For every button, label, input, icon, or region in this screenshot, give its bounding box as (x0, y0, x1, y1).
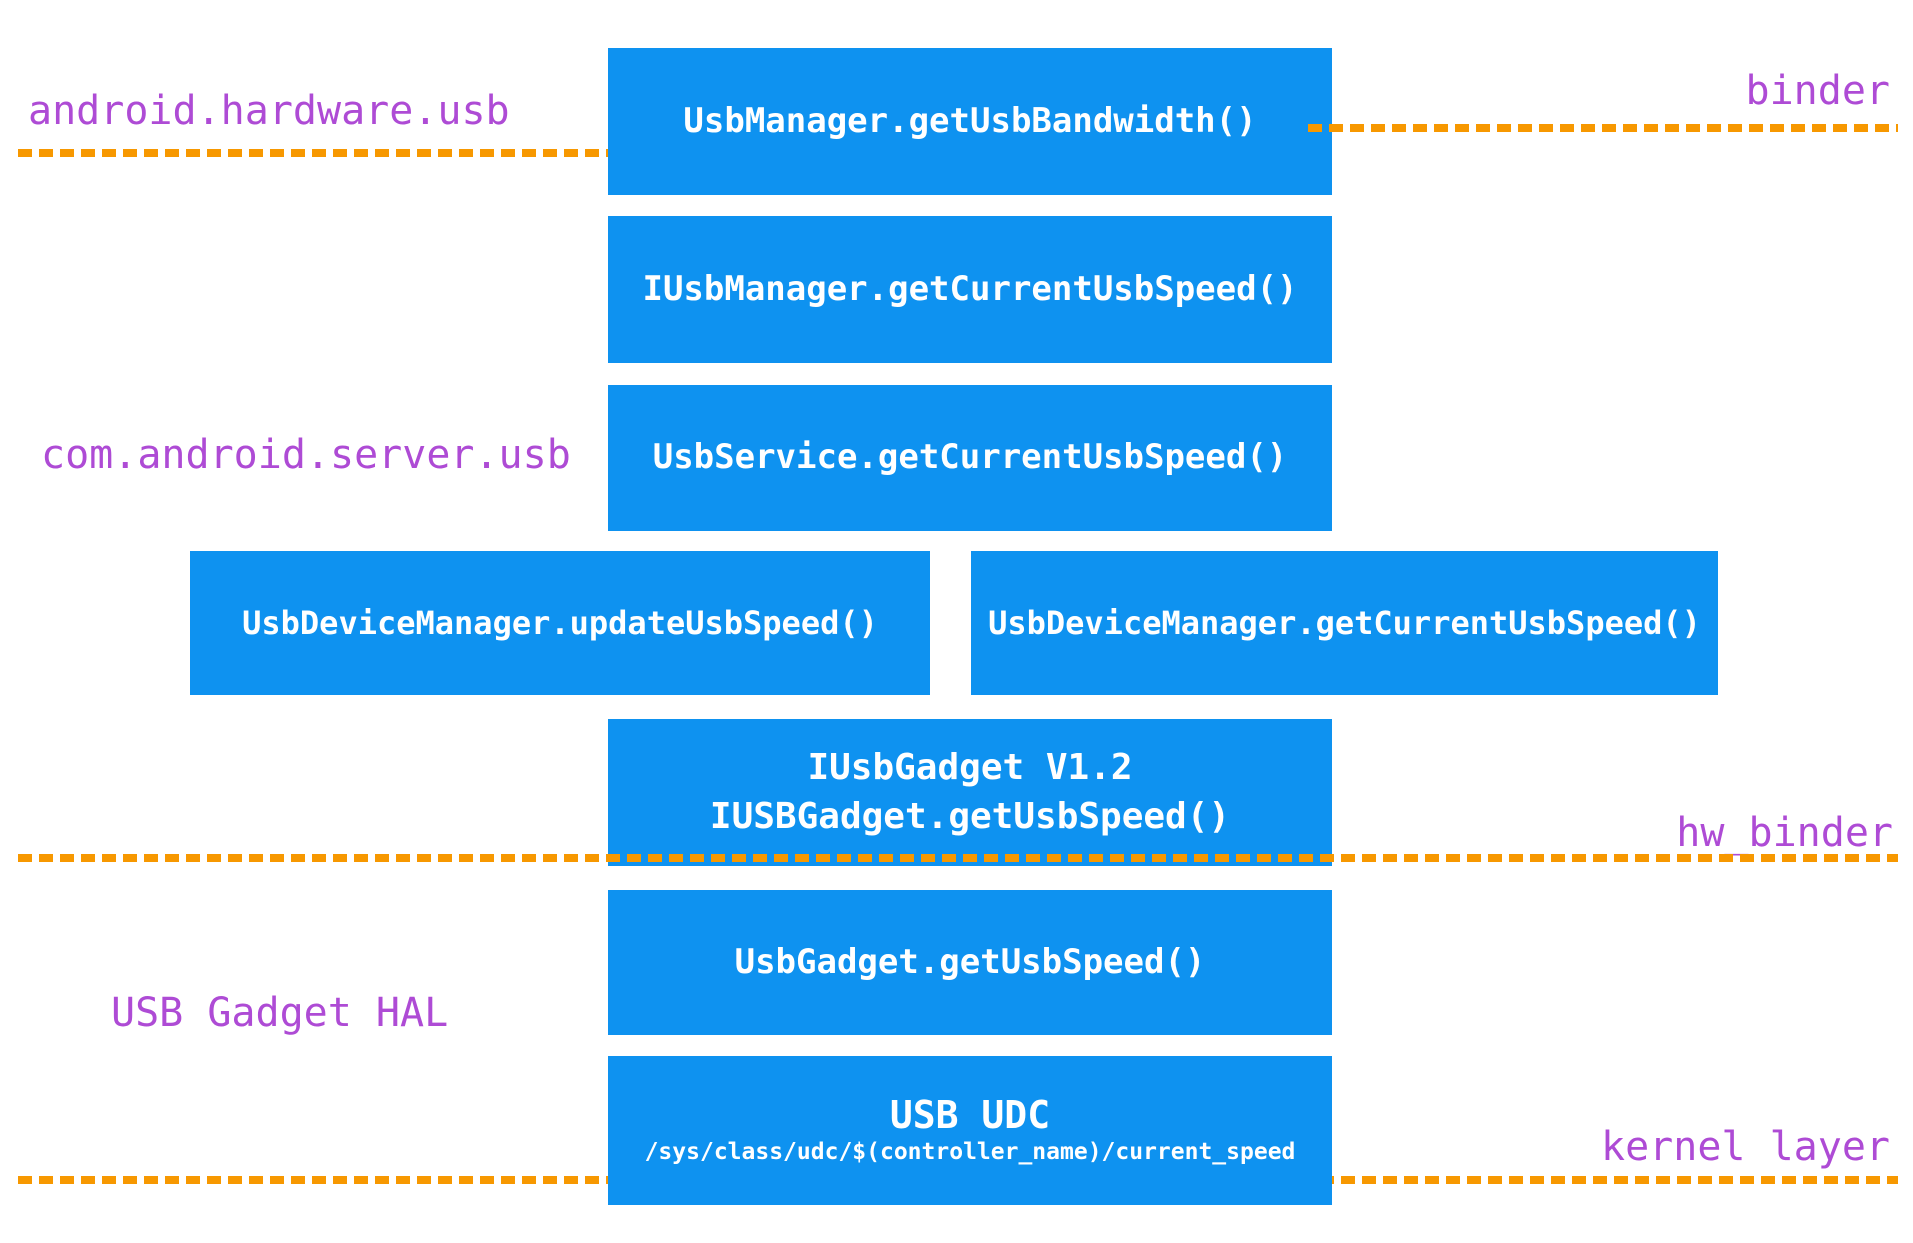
box-iusbgadget-method-label: IUSBGadget.getUsbSpeed() (709, 795, 1231, 837)
box-usbgadget-getusbspeed: UsbGadget.getUsbSpeed() (608, 890, 1332, 1035)
box-usbdevicemanager-getcurrentusbspeed: UsbDeviceManager.getCurrentUsbSpeed() (971, 551, 1718, 695)
box-usbmanager-getusbbandwidth: UsbManager.getUsbBandwidth() (608, 48, 1332, 195)
box-iusbgadget-getusbspeed: IUsbGadget V1.2 IUSBGadget.getUsbSpeed() (608, 719, 1332, 866)
binder-boundary-line-left (18, 149, 608, 157)
hw-binder-boundary-line (18, 854, 1898, 862)
box-iusbmanager-label: IUsbManager.getCurrentUsbSpeed() (642, 268, 1298, 309)
binder-boundary-line-right (1308, 124, 1898, 132)
label-android-hardware-usb: android.hardware.usb (28, 88, 510, 134)
box-usbdevicemanager-updateusbspeed: UsbDeviceManager.updateUsbSpeed() (190, 551, 930, 695)
box-usb-udc-title: USB UDC (889, 1092, 1051, 1137)
label-hw-binder: hw_binder (1676, 810, 1893, 856)
box-usbservice-label: UsbService.getCurrentUsbSpeed() (652, 437, 1288, 478)
box-usbgadget-label: UsbGadget.getUsbSpeed() (734, 941, 1206, 982)
box-usb-udc: USB UDC /sys/class/udc/$(controller_name… (608, 1056, 1332, 1205)
box-usbservice-getcurrentusbspeed: UsbService.getCurrentUsbSpeed() (608, 385, 1332, 531)
box-usbmanager-label: UsbManager.getUsbBandwidth() (683, 100, 1257, 141)
box-usb-udc-sysfs-path: /sys/class/udc/$(controller_name)/curren… (644, 1139, 1296, 1166)
label-binder: binder (1745, 68, 1891, 114)
box-udm-get-label: UsbDeviceManager.getCurrentUsbSpeed() (988, 603, 1701, 642)
box-udm-update-label: UsbDeviceManager.updateUsbSpeed() (242, 603, 878, 642)
label-usb-gadget-hal: USB Gadget HAL (111, 990, 449, 1036)
label-com-android-server-usb: com.android.server.usb (41, 432, 571, 478)
label-kernel-layer: kernel layer (1601, 1124, 1890, 1170)
box-iusbgadget-version-label: IUsbGadget V1.2 (807, 746, 1133, 788)
box-iusbmanager-getcurrentusbspeed: IUsbManager.getCurrentUsbSpeed() (608, 216, 1332, 363)
